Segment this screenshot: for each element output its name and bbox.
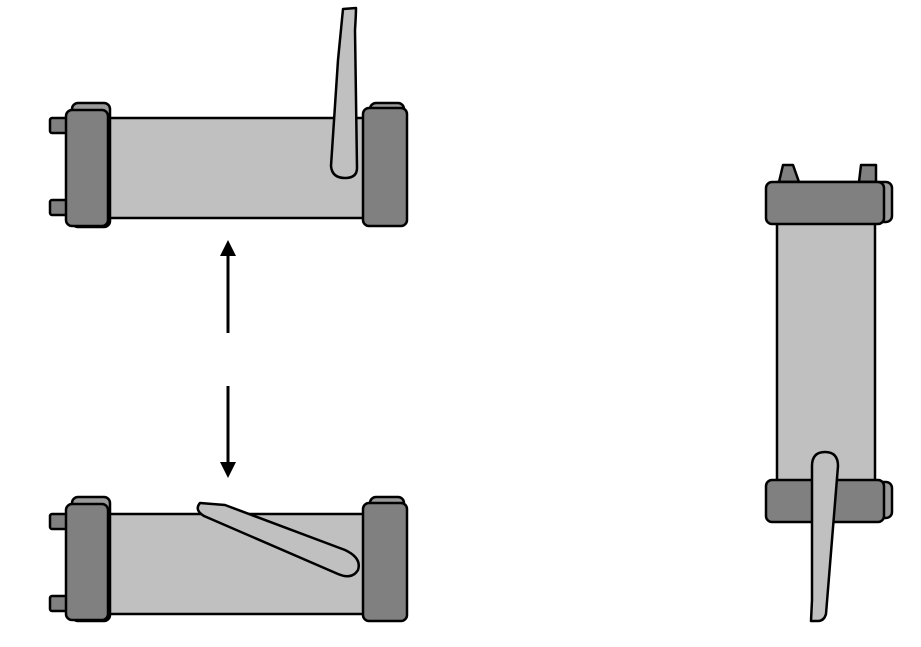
instrument-body xyxy=(102,116,368,220)
end-cap-top xyxy=(764,180,886,226)
handle xyxy=(809,450,840,623)
end-cap-right xyxy=(361,501,409,623)
handle xyxy=(329,6,359,180)
end-cap-right xyxy=(361,106,409,228)
instrument-handle-folded xyxy=(48,495,409,623)
foot-top-left xyxy=(777,163,801,184)
instrument-handle-stand xyxy=(764,163,894,623)
end-cap-left-front xyxy=(64,108,110,228)
arrow-up-head xyxy=(220,240,236,256)
foot-top-right xyxy=(857,163,878,184)
handle xyxy=(196,501,360,578)
transition-arrows xyxy=(220,240,236,478)
end-cap-left xyxy=(64,502,110,622)
instrument-body xyxy=(775,216,877,490)
arrow-down-head xyxy=(220,462,236,478)
instrument-handle-up xyxy=(48,6,409,229)
